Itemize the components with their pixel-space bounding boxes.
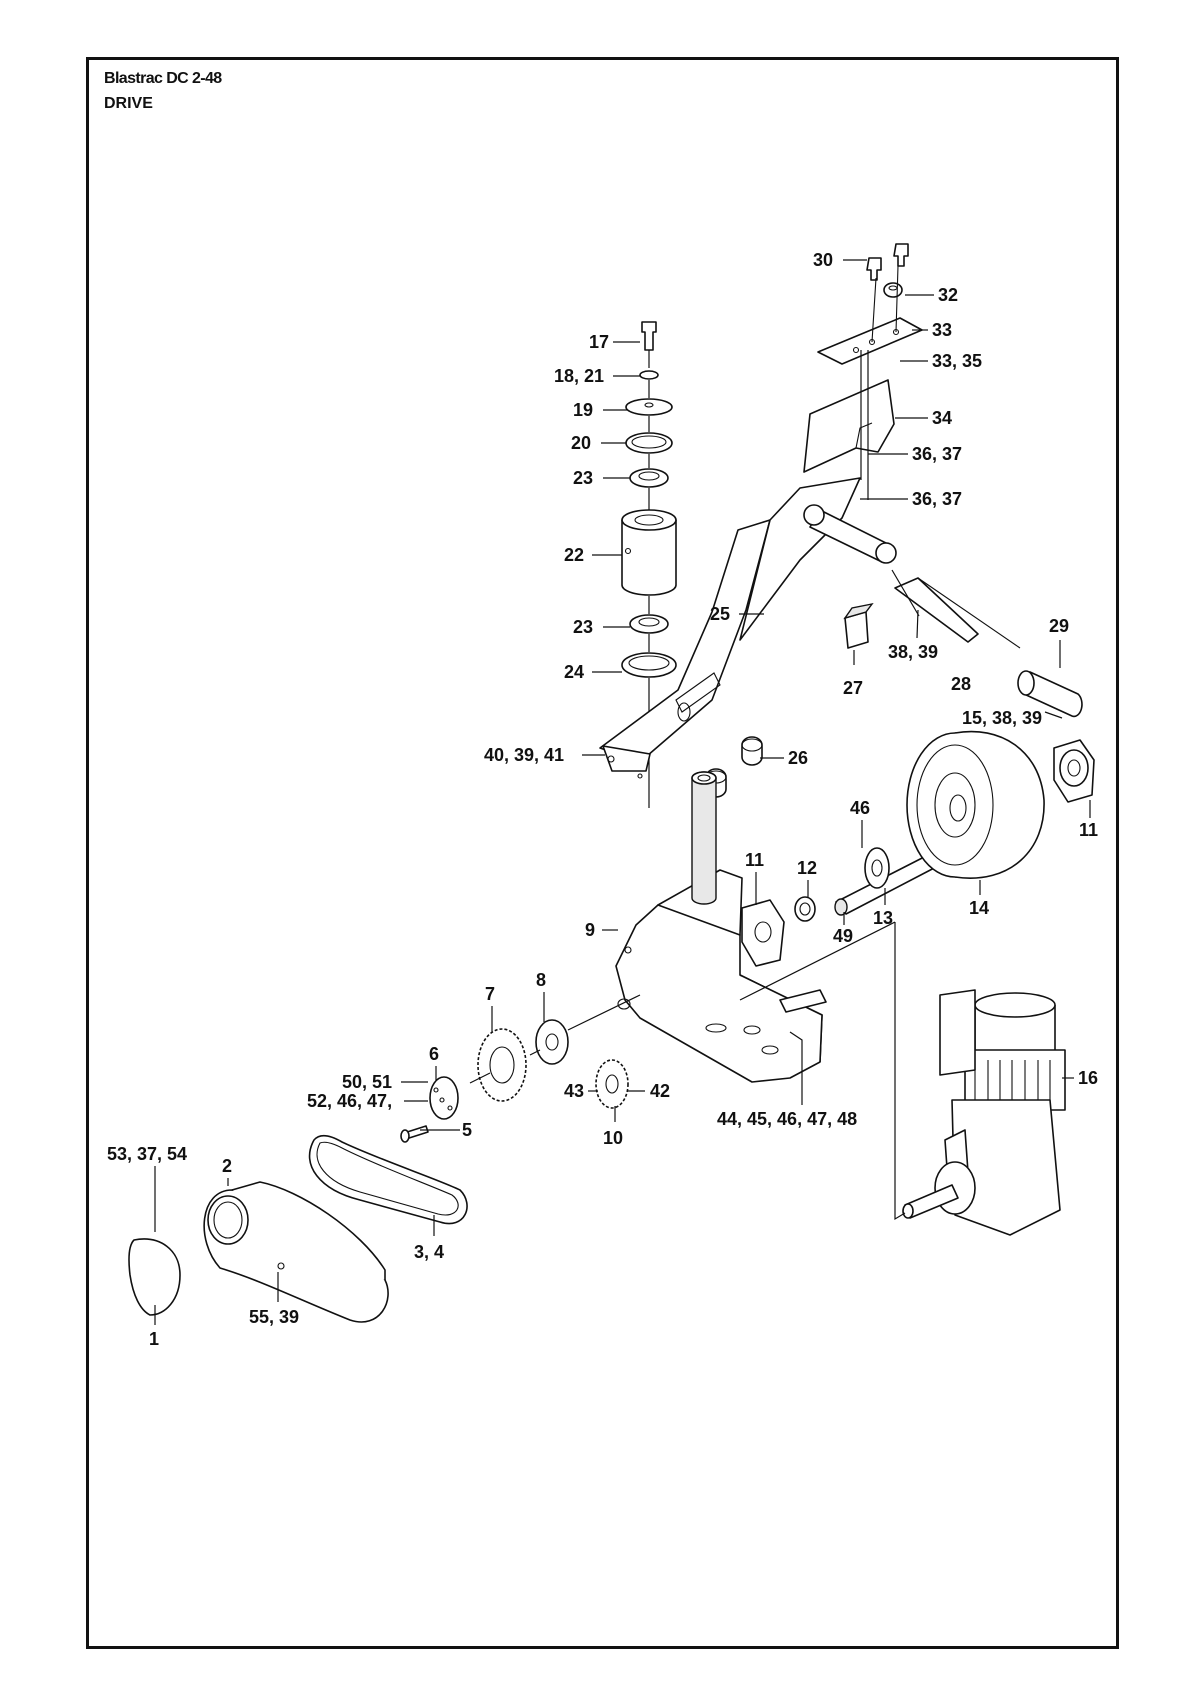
part-16-gear-motor bbox=[902, 989, 1066, 1236]
callout-26: 26 bbox=[788, 748, 808, 768]
callout-29: 29 bbox=[1049, 616, 1069, 636]
callout-9: 9 bbox=[585, 920, 595, 940]
part-23-bearing-top bbox=[629, 468, 669, 488]
part-23-bearing-bottom bbox=[629, 614, 669, 634]
callout-34: 34 bbox=[932, 408, 952, 428]
callout-19: 19 bbox=[573, 400, 593, 420]
part-28-lever bbox=[894, 577, 1021, 649]
part-18-washer bbox=[639, 370, 659, 380]
part-30-clips bbox=[866, 243, 909, 281]
part-19-disc bbox=[625, 398, 673, 416]
part-32-nut bbox=[883, 282, 903, 298]
callout-18-21: 18, 21 bbox=[554, 366, 604, 386]
callout-53-37-54: 53, 37, 54 bbox=[107, 1144, 187, 1164]
callout-42: 42 bbox=[650, 1081, 670, 1101]
part-33-plate bbox=[817, 265, 923, 365]
callout-23-bottom: 23 bbox=[573, 617, 593, 637]
part-25-handle-frame bbox=[599, 477, 897, 779]
callout-17: 17 bbox=[589, 332, 609, 352]
callout-11-right: 11 bbox=[1079, 820, 1098, 840]
part-7-sprocket bbox=[477, 1028, 527, 1102]
part-14-wheel bbox=[906, 730, 1045, 879]
callout-10: 10 bbox=[603, 1128, 623, 1148]
part-1-cover bbox=[128, 1238, 181, 1316]
callout-22: 22 bbox=[564, 545, 584, 565]
part-17-bolt bbox=[641, 321, 657, 351]
callout-52-46-47: 52, 46, 47, bbox=[307, 1091, 392, 1111]
callout-14: 14 bbox=[969, 898, 989, 918]
callout-2: 2 bbox=[222, 1156, 232, 1176]
part-20-seal bbox=[625, 432, 673, 454]
callout-6: 6 bbox=[429, 1044, 439, 1064]
callout-24: 24 bbox=[564, 662, 584, 682]
callout-46-wheel: 46 bbox=[850, 798, 870, 818]
callout-36-37-upper: 36, 37 bbox=[912, 444, 962, 464]
part-29-grip bbox=[1017, 670, 1083, 718]
callout-43: 43 bbox=[564, 1081, 584, 1101]
callout-25: 25 bbox=[710, 604, 730, 624]
callout-44-48: 44, 45, 46, 47, 48 bbox=[717, 1109, 857, 1129]
callout-27: 27 bbox=[843, 678, 863, 698]
callout-30: 30 bbox=[813, 250, 833, 270]
callout-23-top: 23 bbox=[573, 468, 593, 488]
callout-1: 1 bbox=[149, 1329, 159, 1349]
part-3-belt bbox=[308, 1134, 468, 1225]
part-12-washer bbox=[794, 896, 816, 922]
callout-55-39: 55, 39 bbox=[249, 1307, 299, 1327]
callout-5: 5 bbox=[462, 1120, 472, 1140]
callout-38-39: 38, 39 bbox=[888, 642, 938, 662]
part-22-sleeve bbox=[621, 509, 677, 596]
part-5-screw bbox=[400, 1125, 429, 1143]
part-8-hub bbox=[535, 1019, 569, 1065]
part-2-chain-guard bbox=[203, 1181, 389, 1323]
part-11-flange-left bbox=[741, 899, 785, 967]
part-27-block bbox=[843, 602, 874, 649]
callout-3-4: 3, 4 bbox=[414, 1242, 444, 1262]
part-6-flange bbox=[429, 1076, 459, 1120]
callout-40-39-41: 40, 39, 41 bbox=[484, 745, 564, 765]
page-frame bbox=[86, 57, 1119, 1649]
section-title: DRIVE bbox=[104, 95, 153, 112]
part-24-ring bbox=[621, 652, 677, 678]
callout-36-37-lower: 36, 37 bbox=[912, 489, 962, 509]
callout-7: 7 bbox=[485, 984, 495, 1004]
callout-49: 49 bbox=[833, 926, 853, 946]
callout-50-51: 50, 51 bbox=[342, 1072, 392, 1092]
callout-15-38-39: 15, 38, 39 bbox=[962, 708, 1042, 728]
part-34-guard bbox=[803, 379, 895, 473]
callout-8: 8 bbox=[536, 970, 546, 990]
callout-12: 12 bbox=[797, 858, 817, 878]
callout-20: 20 bbox=[571, 433, 591, 453]
callout-11-left: 11 bbox=[745, 850, 764, 870]
callout-28: 28 bbox=[951, 674, 971, 694]
callout-13: 13 bbox=[873, 908, 893, 928]
part-9-bracket bbox=[615, 771, 827, 1083]
part-11-flange-right bbox=[1053, 739, 1095, 803]
callout-33-35: 33, 35 bbox=[932, 351, 982, 371]
callout-33: 33 bbox=[932, 320, 952, 340]
callout-32: 32 bbox=[938, 285, 958, 305]
model-title: Blastrac DC 2-48 bbox=[104, 70, 222, 87]
part-10-sprocket-small bbox=[595, 1059, 629, 1109]
callout-16: 16 bbox=[1078, 1068, 1098, 1088]
part-49-pin bbox=[834, 898, 848, 916]
